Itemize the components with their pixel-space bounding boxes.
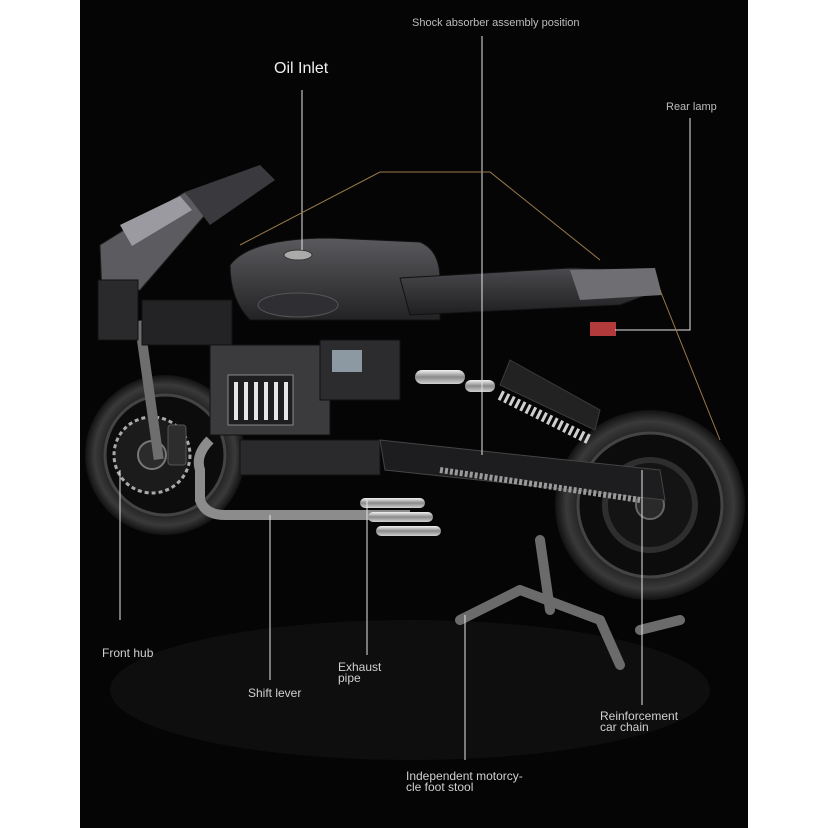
exhaust-tips — [360, 498, 441, 536]
label-foot-line-2: cle foot stool — [406, 780, 474, 794]
label-chain-line-2: car chain — [600, 720, 649, 734]
label-foot-stool: Independent motorcy- cle foot stool — [406, 769, 523, 794]
diagram-canvas: Shock absorber assembly position Oil Inl… — [80, 0, 748, 828]
label-chain-line-1: Reinforcement — [600, 709, 679, 723]
swingarm — [379, 359, 666, 501]
rear-lamp-block — [590, 322, 616, 336]
label-shock-absorber: Shock absorber assembly position — [412, 17, 580, 29]
label-oil-inlet: Oil Inlet — [274, 60, 329, 77]
motorcycle-illustration — [85, 36, 745, 760]
label-shift-lever: Shift lever — [248, 686, 302, 700]
drive-chain — [439, 467, 641, 503]
label-foot-line-1: Independent motorcy- — [406, 769, 523, 783]
floor-reflection — [110, 620, 710, 760]
label-exhaust-pipe: Exhaust pipe — [338, 660, 382, 685]
label-rear-lamp: Rear lamp — [666, 101, 717, 113]
engine-block — [209, 339, 401, 476]
label-reinforcement-chain: Reinforcement car chain — [600, 709, 679, 734]
front-fairing — [97, 165, 275, 346]
label-exhaust-line-1: Exhaust — [338, 660, 382, 674]
front-fork — [134, 319, 164, 461]
label-exhaust-line-2: pipe — [338, 671, 361, 685]
accent-lines — [239, 171, 721, 441]
leader-lines — [119, 36, 691, 760]
oil-inlet-cap — [283, 249, 313, 261]
label-front-hub: Front hub — [102, 646, 154, 660]
rear-wheel — [555, 410, 745, 600]
exhaust-headers — [193, 436, 410, 520]
foot-stand — [455, 535, 685, 670]
